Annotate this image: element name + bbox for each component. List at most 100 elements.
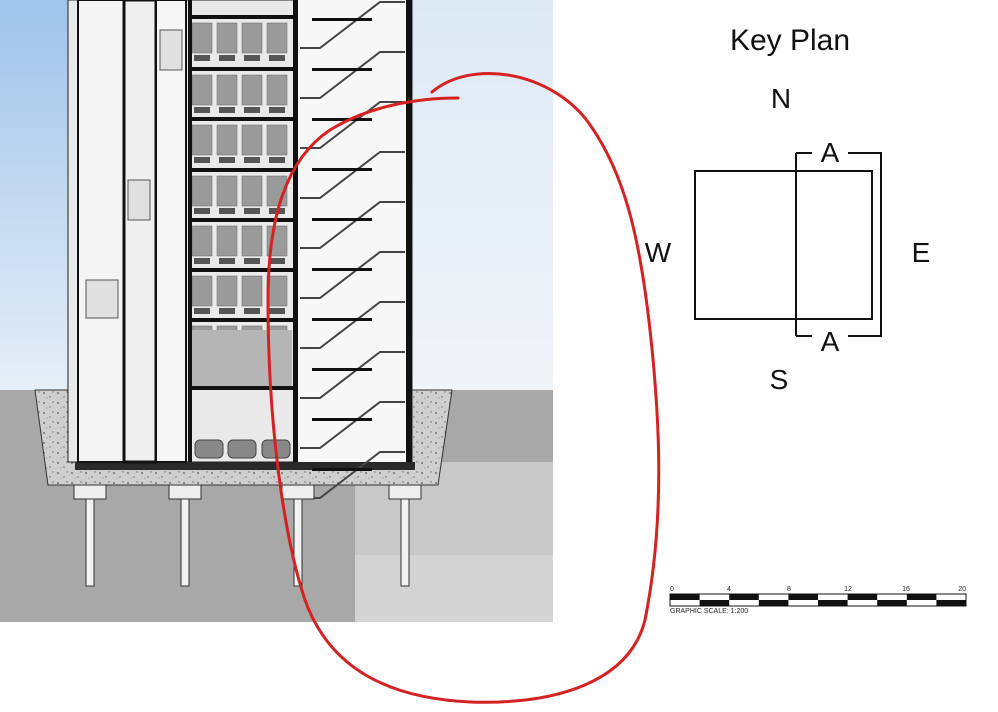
east-label: E <box>912 237 931 268</box>
scale-tick-12: 12 <box>844 586 852 593</box>
office-window <box>241 22 263 54</box>
office-desk <box>219 308 235 314</box>
stair-flight <box>300 201 405 249</box>
stair-wall <box>406 0 412 462</box>
pile-cap <box>73 484 107 500</box>
stair-landing <box>312 318 372 321</box>
lift-shaft-3 <box>155 0 187 463</box>
office-window <box>216 22 238 54</box>
office-desk <box>244 157 260 163</box>
section-marker-top: A <box>821 137 840 168</box>
elevator-shafts <box>77 0 187 464</box>
office-window <box>216 74 238 106</box>
floor-wall-right <box>293 0 298 462</box>
pile <box>180 498 190 587</box>
scale-segment <box>936 600 966 606</box>
stair-landing <box>312 368 372 371</box>
office-desk <box>269 107 285 113</box>
scale-bar <box>669 593 967 607</box>
lift-car-3 <box>159 29 183 71</box>
pile <box>85 498 95 587</box>
office-window <box>241 275 263 307</box>
office-desk <box>219 208 235 214</box>
lift-car-2 <box>127 179 151 221</box>
scale-segment <box>670 594 700 600</box>
stair-landing <box>312 218 372 221</box>
scale-segment <box>906 594 937 600</box>
office-window <box>191 22 213 54</box>
north-label: N <box>771 83 791 114</box>
pile-cap <box>168 484 202 500</box>
floor-wall-left <box>188 0 192 462</box>
office-window <box>191 74 213 106</box>
stair-flight <box>300 51 405 99</box>
section-marker-bottom: A <box>821 326 840 357</box>
stair-landing <box>312 468 372 471</box>
office-window <box>191 275 213 307</box>
lift-shaft-2 <box>122 0 158 464</box>
office-desk <box>269 258 285 264</box>
car <box>194 439 224 459</box>
office-desk <box>269 55 285 61</box>
stair-flight <box>300 401 405 449</box>
office-desk <box>269 308 285 314</box>
ground-steps-lighter <box>355 555 553 622</box>
building-section <box>0 0 553 622</box>
scale-tick-20: 20 <box>958 586 966 593</box>
office-window <box>241 175 263 207</box>
office-desk <box>244 107 260 113</box>
office-desk <box>219 157 235 163</box>
scale-segment <box>758 600 789 606</box>
floor-slab <box>188 218 293 222</box>
west-label: W <box>645 237 672 268</box>
office-window <box>191 225 213 257</box>
pile-foundation <box>73 484 422 587</box>
floor-slab <box>188 117 293 121</box>
office-desk <box>194 157 210 163</box>
scale-segment <box>729 594 759 600</box>
stair-flight <box>300 151 405 199</box>
scale-segment <box>699 600 730 606</box>
scale-segment <box>847 594 878 600</box>
key-plan: Key Plan N S W E A A <box>645 24 931 395</box>
office-window <box>266 124 288 156</box>
stair-landing <box>312 68 372 71</box>
scale-caption: GRAPHIC SCALE: 1:200 <box>670 608 748 615</box>
office-window <box>216 275 238 307</box>
office-desk <box>244 55 260 61</box>
scale-tick-0: 0 <box>670 586 674 593</box>
office-window <box>241 74 263 106</box>
office-window <box>266 22 288 54</box>
office-desk <box>194 258 210 264</box>
section-cut-frame <box>795 152 882 337</box>
office-window <box>266 74 288 106</box>
basement-parking <box>194 439 291 459</box>
stair-shaft <box>298 0 412 462</box>
office-window <box>191 175 213 207</box>
office-desk <box>194 308 210 314</box>
office-window <box>266 275 288 307</box>
office-desk <box>219 107 235 113</box>
floor-slab <box>188 168 293 172</box>
scale-tick-labels: 0 4 8 12 16 20 <box>670 586 966 593</box>
office-window <box>191 124 213 156</box>
pile <box>400 498 410 587</box>
floor-slab <box>188 318 293 322</box>
basement-floor <box>75 462 415 470</box>
car <box>227 439 257 459</box>
office-window <box>241 225 263 257</box>
plan-outline <box>694 170 873 320</box>
office-window <box>216 175 238 207</box>
background-building <box>412 0 553 390</box>
stair-landing <box>312 418 372 421</box>
stair-flight <box>300 351 405 399</box>
key-plan-title: Key Plan <box>730 24 850 57</box>
graphic-scale: 0 4 8 12 16 20 GRAPHIC SCALE: 1:200 <box>669 586 967 615</box>
office-desk <box>244 208 260 214</box>
office-window <box>216 225 238 257</box>
scale-segment <box>788 594 818 600</box>
stair-landing <box>312 168 372 171</box>
stair-flight <box>300 1 405 49</box>
office-window <box>216 124 238 156</box>
